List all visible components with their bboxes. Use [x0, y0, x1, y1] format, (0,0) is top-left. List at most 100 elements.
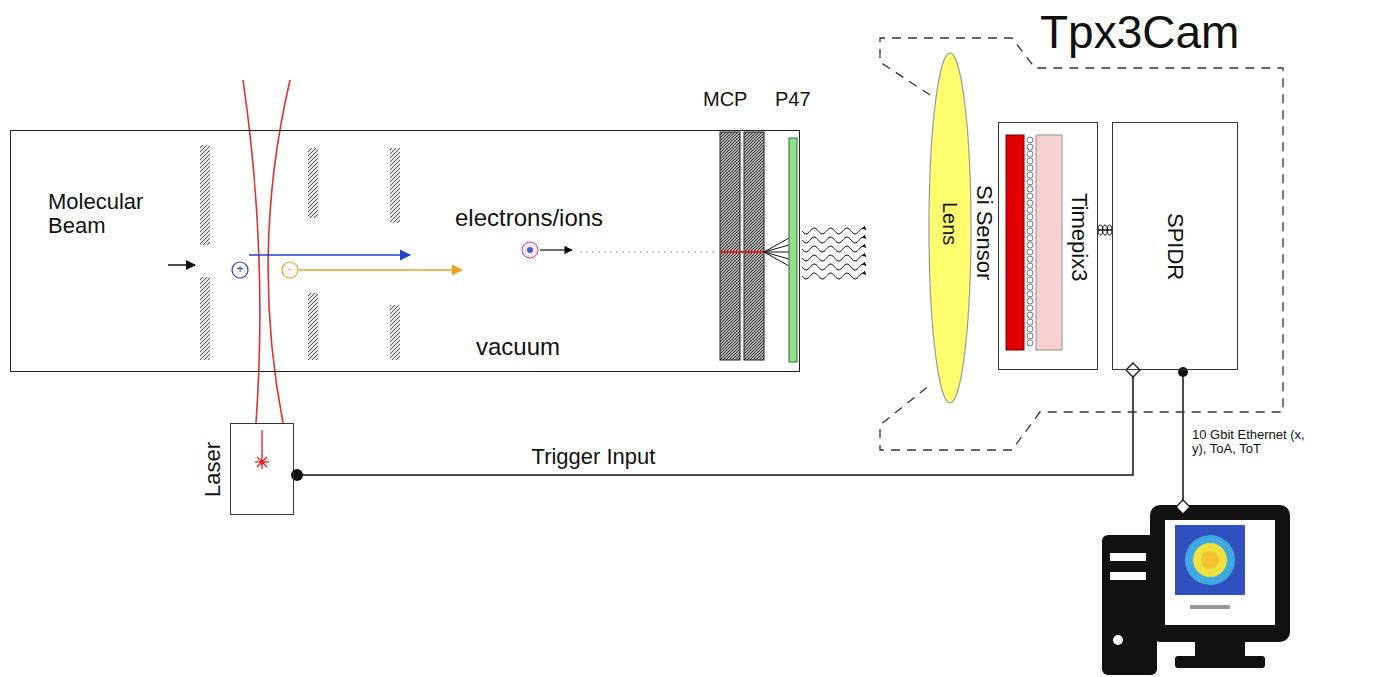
- beam-arrow: [168, 264, 195, 266]
- annotation: P47: [775, 88, 811, 110]
- screen-image: [1175, 525, 1245, 595]
- readout-box: SPIDR: [1112, 122, 1238, 370]
- bump-bond: [1027, 249, 1033, 255]
- charge-sign: +: [236, 263, 243, 276]
- electrode-plate: [200, 277, 210, 360]
- bump-bond: [1027, 263, 1033, 269]
- particle-arrow: [540, 249, 572, 250]
- vacuum-chamber: vacuum: [10, 130, 800, 372]
- ion-arrow: [249, 254, 410, 256]
- mcp-channel: [720, 251, 764, 253]
- electrode-plate: [390, 305, 400, 360]
- part-label: Timepix3: [1067, 193, 1091, 281]
- bump-bond: [1027, 256, 1033, 262]
- computer-tower: [1102, 535, 1157, 675]
- photon: [802, 246, 866, 252]
- annotation: electrons/ions: [455, 205, 603, 231]
- electron-symbol: [282, 262, 298, 278]
- photon: [802, 237, 866, 243]
- bump-bond: [1027, 137, 1033, 143]
- bump-bond: [1027, 242, 1033, 248]
- port-diamond: [1176, 500, 1190, 514]
- ion-symbol: [232, 262, 248, 278]
- bump-bond: [1027, 277, 1033, 283]
- bump-bonds: [1027, 137, 1033, 346]
- timepix3-chip: [1036, 135, 1062, 350]
- bump-bond: [1027, 228, 1033, 234]
- part-label: Lens: [939, 202, 961, 245]
- bump-bond: [1027, 165, 1033, 171]
- phosphor-screen: [789, 138, 797, 362]
- bump-bond: [1027, 333, 1033, 339]
- bump-bond: [1027, 235, 1033, 241]
- port-dot: [291, 469, 303, 481]
- region-label: vacuum: [476, 334, 560, 360]
- bump-bond: [1027, 151, 1033, 157]
- ethernet-wire: [1182, 372, 1184, 503]
- si-sensor-layer: [1006, 135, 1024, 350]
- bump-bond: [1027, 305, 1033, 311]
- photon: [802, 264, 866, 270]
- screen: [1165, 520, 1275, 625]
- photon: [802, 255, 866, 261]
- bump-bond: [1027, 284, 1033, 290]
- mcp-plate: [720, 132, 740, 360]
- screen-image: [1193, 543, 1227, 577]
- electron-cascade: [764, 238, 789, 266]
- bump-bond: [1027, 270, 1033, 276]
- monitor-base: [1175, 656, 1265, 668]
- bump-bond: [1027, 312, 1033, 318]
- camera-housing: Tpx3CamLensSi SensorTimepix3SPIDR: [870, 5, 1290, 455]
- charge-sign: -: [288, 262, 292, 276]
- port-dot: [1178, 367, 1188, 377]
- drive-slot: [1110, 553, 1146, 561]
- monitor-stand: [1195, 642, 1245, 656]
- bump-bond: [1027, 326, 1033, 332]
- bump-bond: [1027, 340, 1033, 346]
- bump-bond: [1027, 144, 1033, 150]
- photon: [802, 273, 866, 279]
- annotation: 10 Gbit Ethernet (x, y), ToA, ToT: [1192, 428, 1316, 457]
- bump-bond: [1027, 214, 1033, 220]
- housing-outline: [880, 38, 1283, 450]
- screen-caption-mark: [1190, 605, 1230, 609]
- bump-bond: [1027, 158, 1033, 164]
- part-label: Laser: [201, 442, 225, 497]
- mcp-plate: [744, 132, 764, 360]
- annotation: MCP: [703, 88, 747, 110]
- screen-image: [1201, 551, 1219, 569]
- laser-symbol: [255, 430, 269, 469]
- bump-bond: [1027, 207, 1033, 213]
- electrode-plate: [308, 148, 318, 218]
- particle-core: [527, 247, 533, 253]
- electron-arrow: [299, 269, 462, 271]
- sensor-box: Si SensorTimepix3: [998, 122, 1098, 370]
- port-diamond: [1126, 363, 1140, 377]
- lens-shape: [929, 53, 971, 403]
- flight-path: [580, 251, 718, 253]
- bump-bond: [1027, 186, 1033, 192]
- monitor: [1150, 505, 1290, 642]
- electrode-plate: [308, 293, 318, 360]
- screen-image: [1185, 535, 1235, 585]
- bump-bond: [1027, 291, 1033, 297]
- bump-bond: [1027, 298, 1033, 304]
- annotation: Molecular Beam: [48, 190, 166, 238]
- link-coil: [1103, 225, 1108, 235]
- lens: Lens: [928, 52, 972, 404]
- photon: [802, 228, 866, 234]
- part-label: SPIDR: [1163, 213, 1187, 280]
- particle: [522, 242, 538, 258]
- photons: [802, 228, 866, 279]
- device-title: Tpx3Cam: [1040, 7, 1239, 58]
- laser-box: Laser: [230, 423, 294, 515]
- data-link: [1098, 229, 1112, 231]
- bump-bond: [1027, 172, 1033, 178]
- part-label: Si Sensor: [972, 185, 996, 280]
- laser-symbol: [260, 460, 265, 465]
- electrode-plate: [200, 145, 210, 245]
- bump-bond: [1027, 179, 1033, 185]
- electrode-plate: [390, 148, 400, 223]
